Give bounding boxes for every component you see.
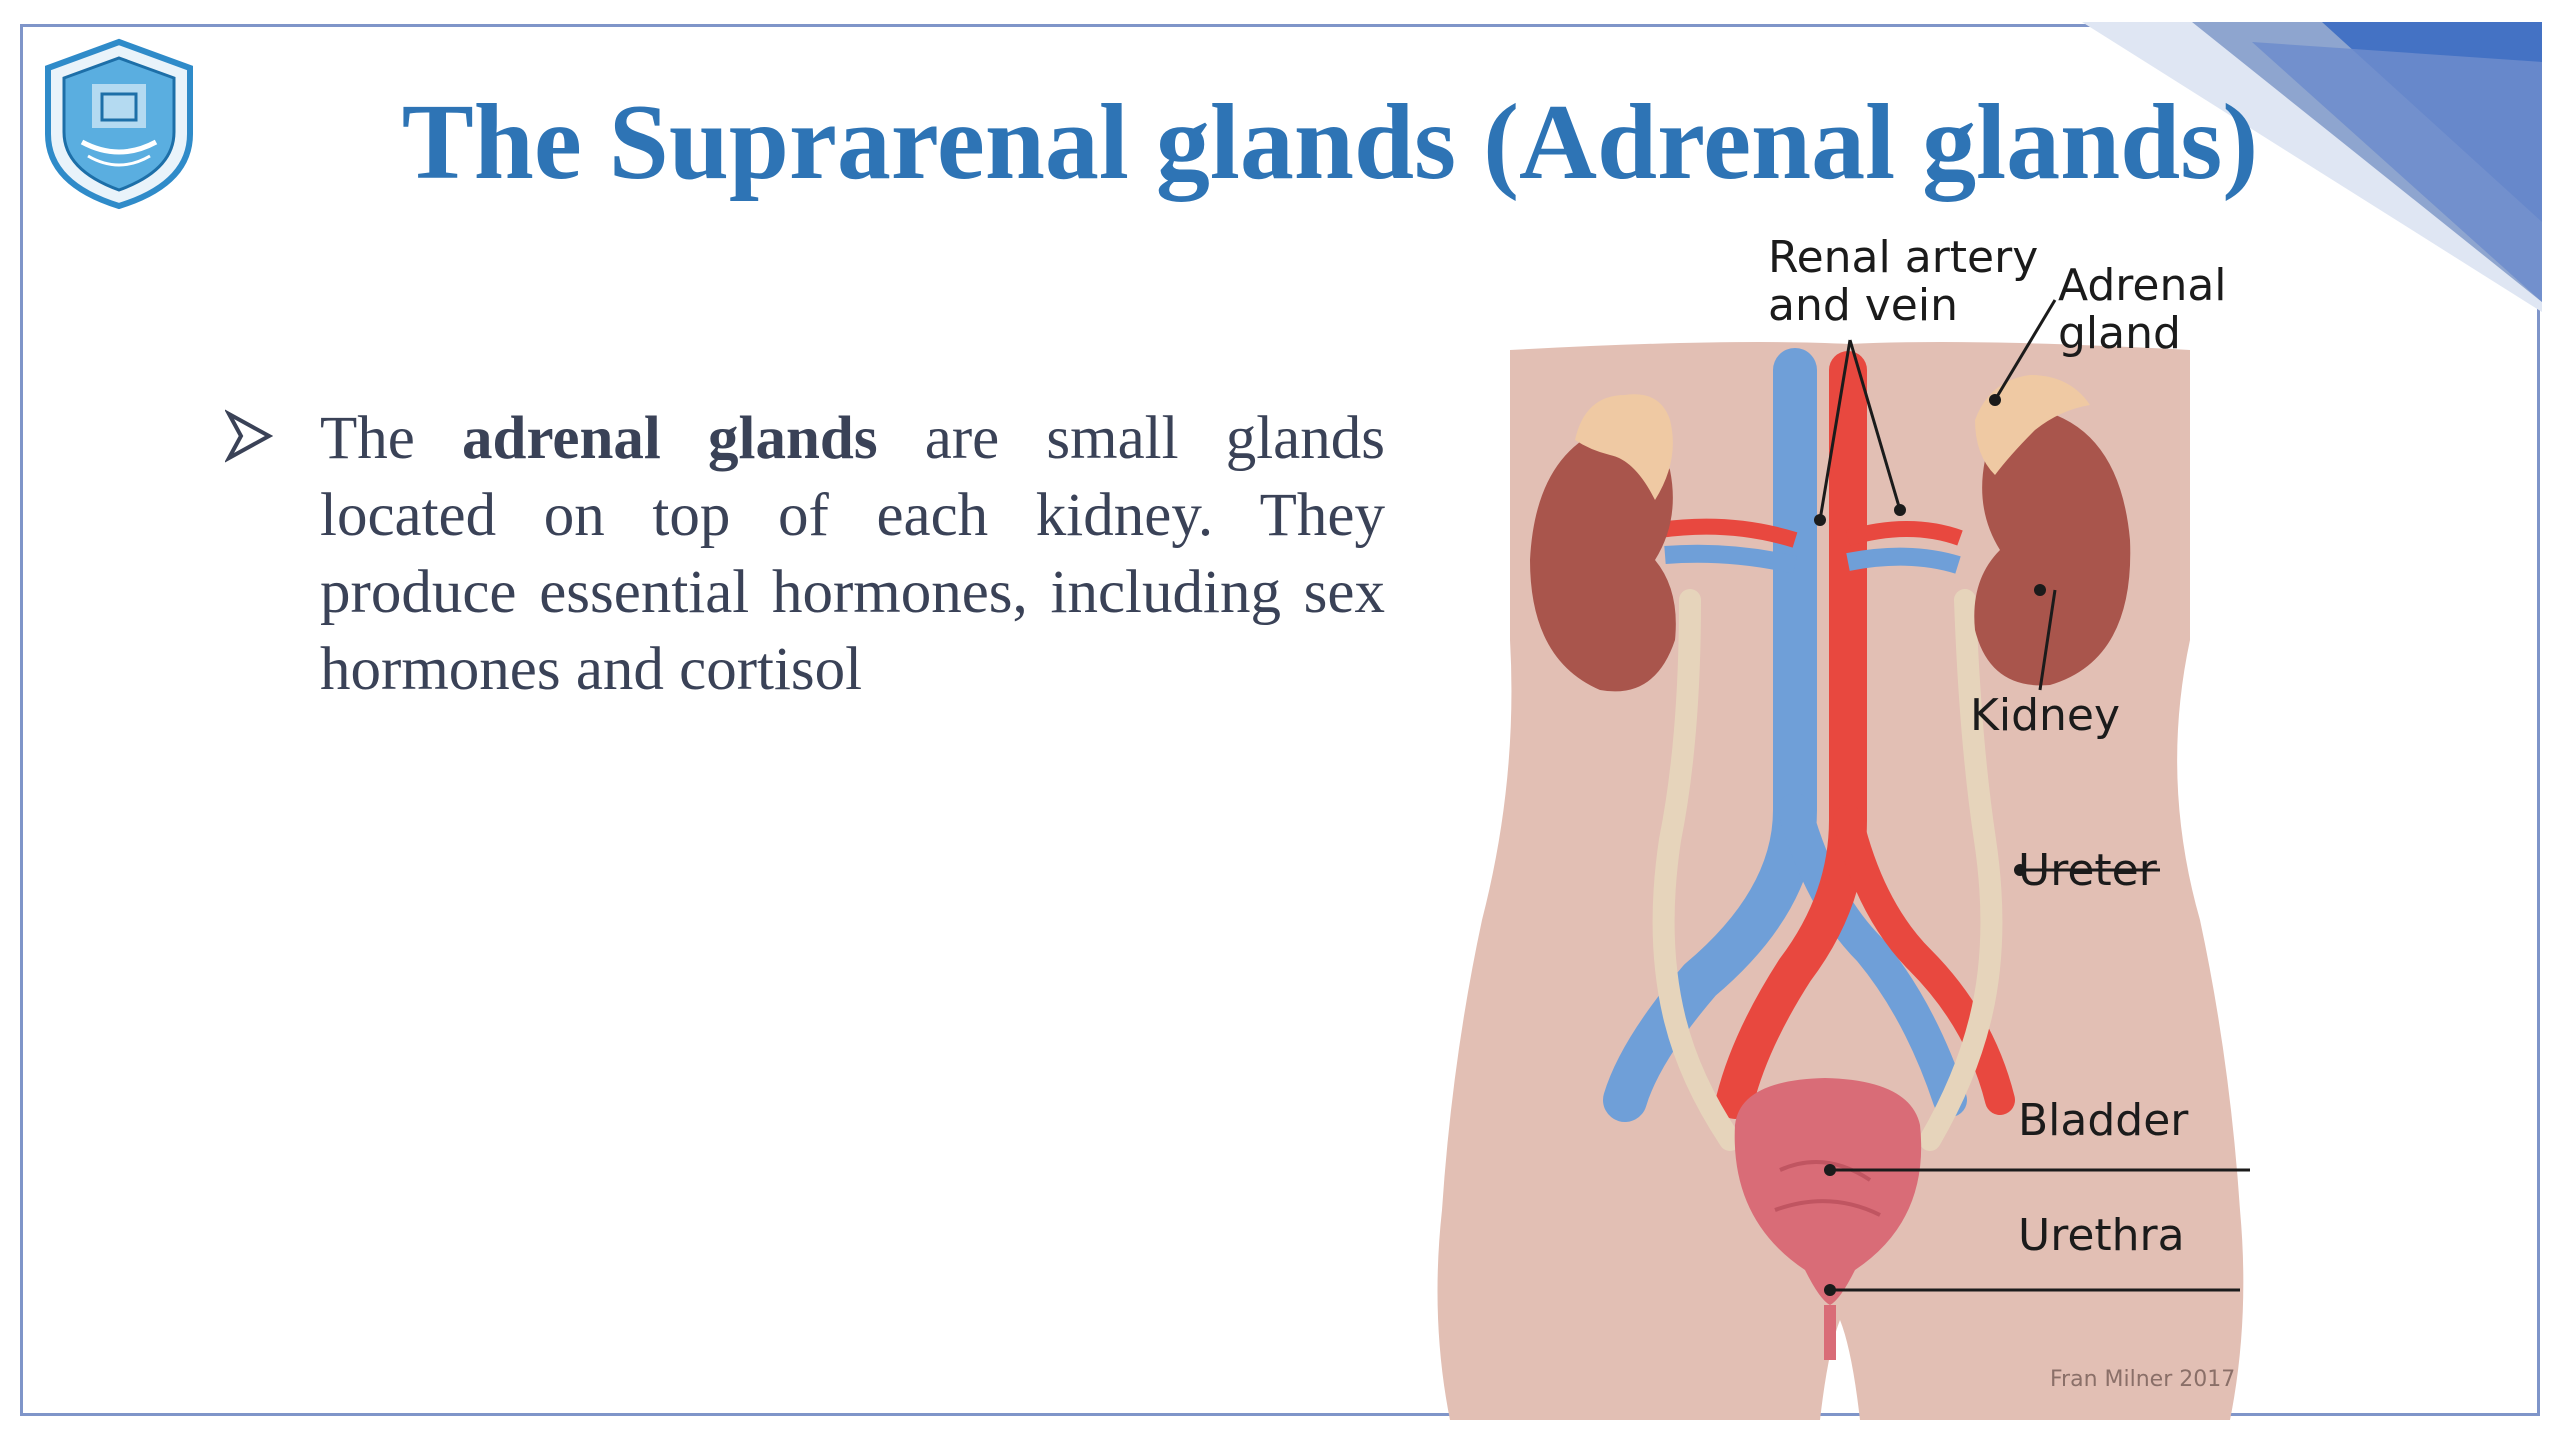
- slide-title: The Suprarenal glands (Adrenal glands): [401, 83, 2259, 202]
- label-bladder: Bladder: [2018, 1095, 2189, 1146]
- label-adrenal-line2: gland: [2058, 308, 2181, 359]
- label-urethra: Urethra: [2018, 1210, 2185, 1261]
- bullet-text-start: The: [320, 405, 463, 472]
- kidney-right: [1974, 410, 2131, 686]
- label-ureter: Ureter: [2018, 845, 2158, 896]
- adrenal-gland-right: [1975, 375, 2090, 475]
- ureter-left: [1652, 589, 1741, 1151]
- label-adrenal-line1: Adrenal: [2058, 260, 2227, 311]
- corner-decoration: [2082, 22, 2542, 312]
- label-kidney: Kidney: [1970, 690, 2120, 741]
- label-renal-artery-line1: Renal artery: [1768, 232, 2038, 283]
- university-seal-icon: [45, 38, 193, 210]
- figure-credit: Fran Milner 2017: [2050, 1367, 2235, 1392]
- urinary-system-illustration: Renal artery and vein Adrenal gland Kidn…: [1400, 220, 2300, 1432]
- bullet-bold-term: adrenal glands: [462, 405, 878, 472]
- bullet-item: The adrenal glands are small glands loca…: [225, 400, 1385, 708]
- bladder-shape: [1734, 1078, 1922, 1305]
- adrenal-gland-left: [1575, 394, 1673, 500]
- arrowhead-bullet-icon: [225, 409, 273, 463]
- kidney-left: [1530, 429, 1676, 692]
- bullet-text-rest: are small glands located on top of each …: [320, 405, 1385, 703]
- label-renal-artery-line2: and vein: [1768, 280, 1958, 331]
- bullet-text: The adrenal glands are small glands loca…: [320, 400, 1385, 708]
- ureter-right: [1919, 589, 2003, 1151]
